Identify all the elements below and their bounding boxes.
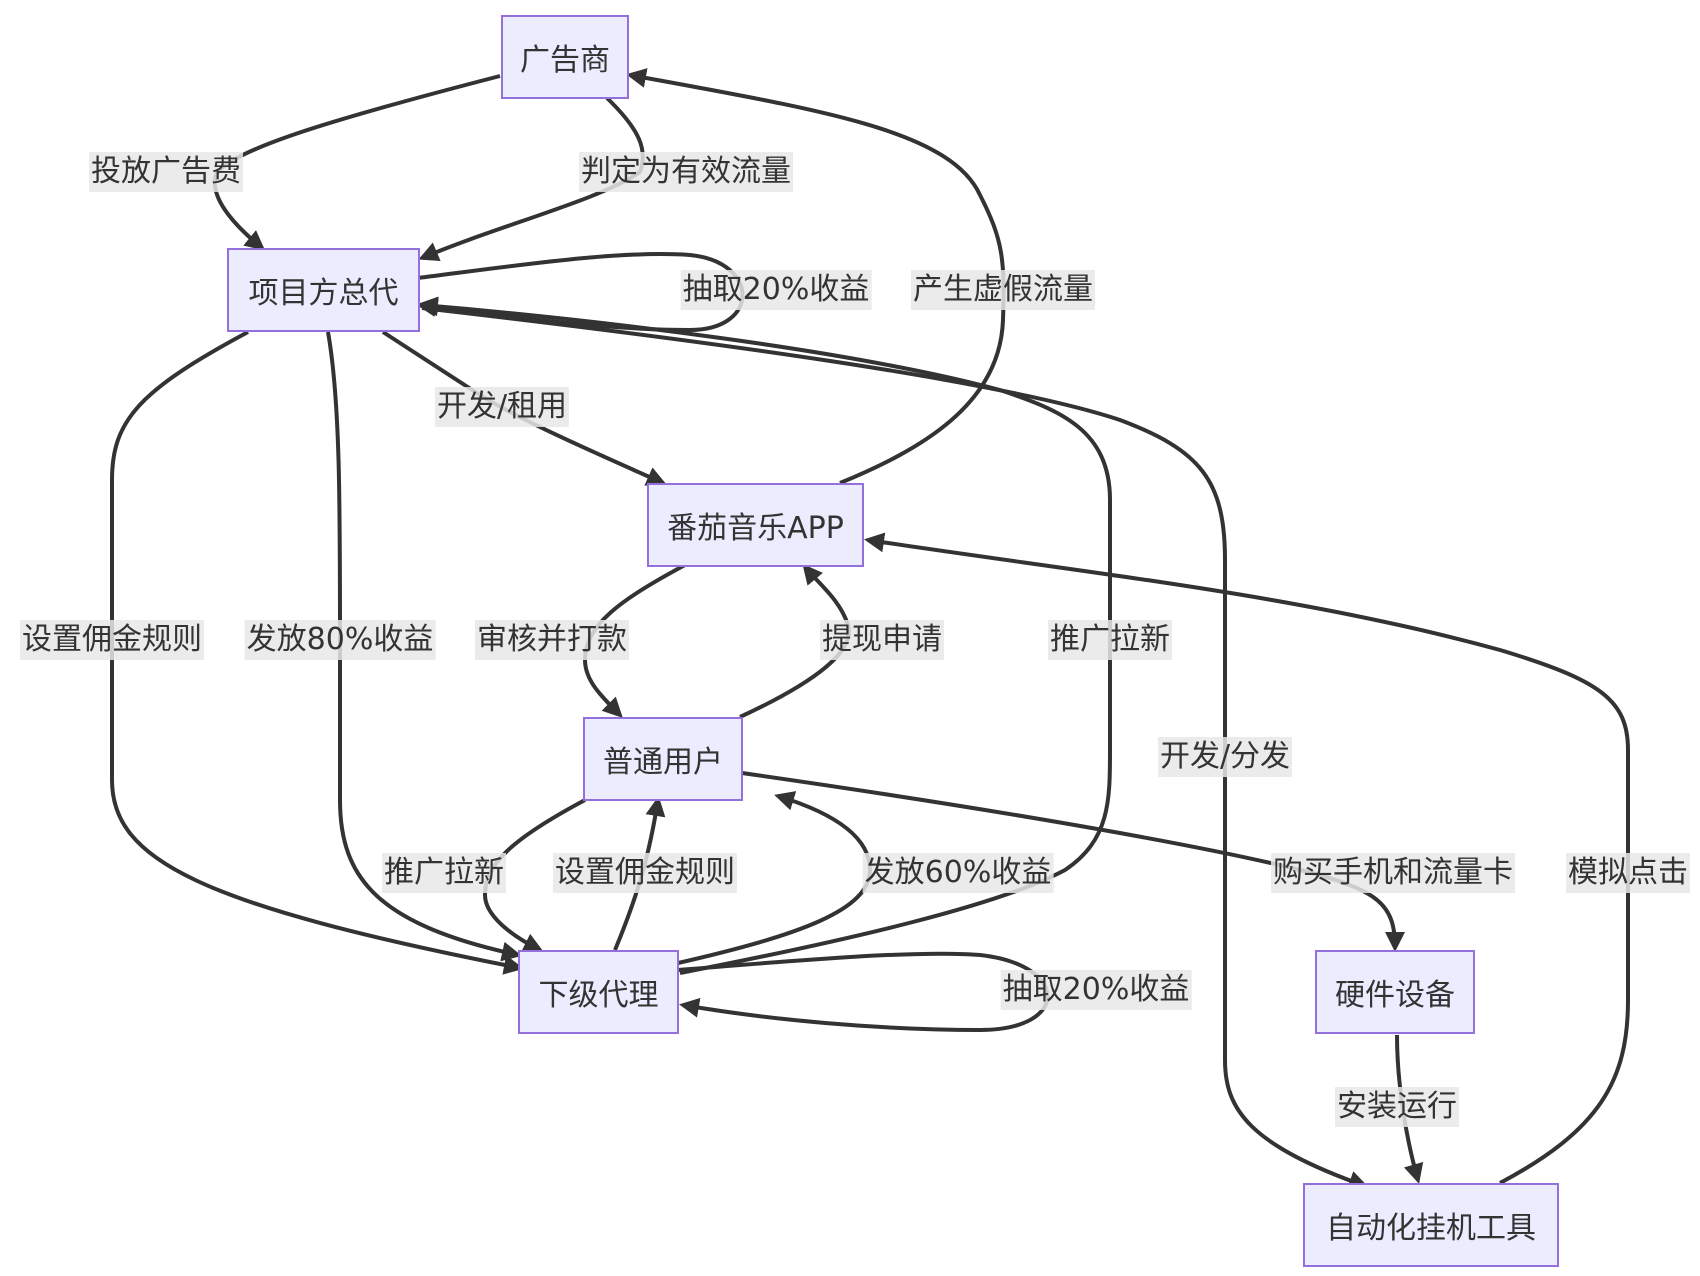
edge-develop-distribute bbox=[421, 306, 1369, 1191]
edge-promote-top bbox=[418, 296, 1112, 975]
label-promote-sub: 推广拉新 bbox=[382, 853, 506, 893]
label-commission-rules-top: 设置佣金规则 bbox=[20, 620, 204, 660]
edge-buy-phone-card bbox=[741, 771, 1405, 952]
node-advertiser[interactable]: 广告商 bbox=[501, 15, 629, 99]
label-fake-traffic: 产生虚假流量 bbox=[911, 270, 1095, 310]
label-valid-traffic: 判定为有效流量 bbox=[579, 152, 793, 192]
label-promote-top: 推广拉新 bbox=[1048, 620, 1172, 660]
label-review-pay: 审核并打款 bbox=[475, 620, 629, 660]
label-simulate-click: 模拟点击 bbox=[1566, 853, 1690, 893]
node-normal-user[interactable]: 普通用户 bbox=[583, 717, 743, 801]
node-auto-tool[interactable]: 自动化挂机工具 bbox=[1303, 1183, 1559, 1267]
label-issue-60: 发放60%收益 bbox=[862, 853, 1054, 893]
label-commission-rules-sub: 设置佣金规则 bbox=[553, 853, 737, 893]
node-app[interactable]: 番茄音乐APP bbox=[647, 483, 864, 567]
edge-place-ad-fee bbox=[212, 74, 501, 251]
label-issue-80: 发放80%收益 bbox=[244, 620, 436, 660]
edge-extract-20-sub bbox=[677, 951, 1050, 1033]
edge-fake-traffic bbox=[626, 68, 1006, 485]
label-extract-20-sub: 抽取20%收益 bbox=[1000, 970, 1192, 1010]
label-develop-rent: 开发/租用 bbox=[434, 387, 570, 427]
label-extract-20-top: 抽取20%收益 bbox=[680, 270, 872, 310]
label-develop-distribute: 开发/分发 bbox=[1157, 737, 1293, 777]
node-sub-agent[interactable]: 下级代理 bbox=[518, 950, 679, 1034]
node-project-agent[interactable]: 项目方总代 bbox=[227, 248, 420, 332]
label-buy-phone-card: 购买手机和流量卡 bbox=[1271, 853, 1515, 893]
node-hardware[interactable]: 硬件设备 bbox=[1315, 950, 1475, 1034]
label-place-ad-fee: 投放广告费 bbox=[89, 152, 243, 192]
label-install-run: 安装运行 bbox=[1335, 1087, 1459, 1127]
edge-simulate-click bbox=[864, 532, 1630, 1185]
edge-commission-rules-top bbox=[110, 330, 524, 975]
label-withdraw-request: 提现申请 bbox=[820, 620, 944, 660]
